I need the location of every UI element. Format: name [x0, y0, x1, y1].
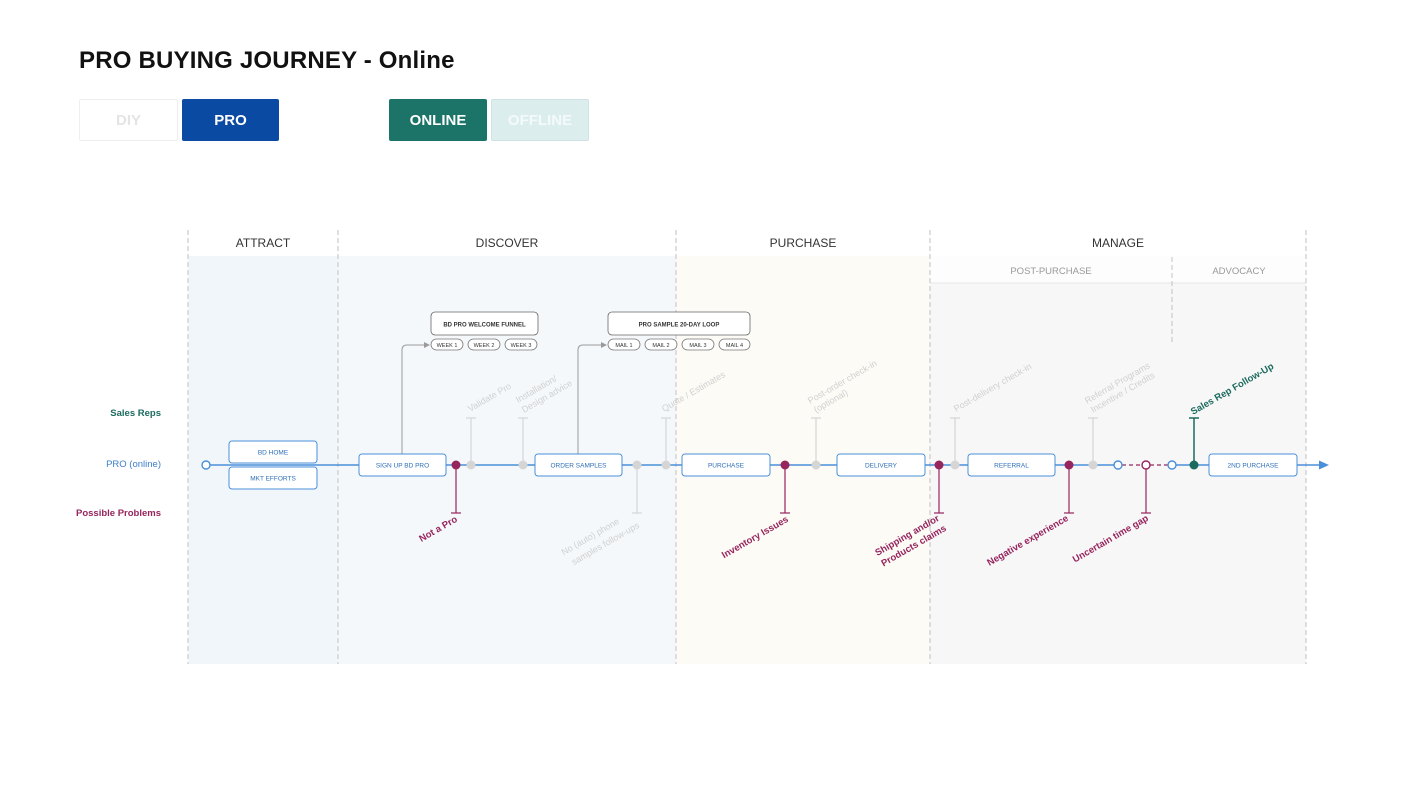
mail-3-label: MAIL 3 — [689, 343, 706, 349]
order-samples-step[interactable] — [534, 453, 623, 477]
gap-start-node — [1113, 460, 1123, 470]
problem-stems — [451, 465, 1151, 514]
sign-up-step[interactable] — [358, 453, 447, 477]
delivery-step[interactable] — [836, 453, 926, 477]
time-gap-problem-node — [1141, 460, 1151, 470]
week-2-pill[interactable] — [467, 338, 501, 351]
online-toggle-button[interactable]: ONLINE — [389, 99, 487, 141]
welcome-funnel-box[interactable] — [430, 311, 539, 336]
offline-toggle-button[interactable]: OFFLINE — [491, 99, 589, 141]
week-1-label: WEEK 1 — [437, 343, 458, 349]
phase-header-manage: MANAGE — [1092, 236, 1144, 250]
welcome-funnel-title: BD PRO WELCOME FUNNEL — [443, 323, 526, 329]
bd-home-label: BD HOME — [258, 450, 289, 457]
phase-header-attract: ATTRACT — [236, 236, 291, 250]
week-3-label: WEEK 3 — [511, 343, 532, 349]
order-samples-label: ORDER SAMPLES — [551, 463, 608, 470]
sign-up-label: SIGN UP BD PRO — [376, 463, 429, 470]
faded-touchpoint-stems — [466, 417, 1098, 514]
second-purchase-step[interactable] — [1208, 453, 1298, 477]
journey-start-node — [201, 460, 211, 470]
problem-nodes — [451, 460, 1074, 470]
week-3-pill[interactable] — [504, 338, 538, 351]
purchase-label: PURCHASE — [708, 463, 745, 470]
sample-loop-title: PRO SAMPLE 20-DAY LOOP — [639, 323, 720, 329]
gap-end-node — [1167, 460, 1177, 470]
journey-arrowhead — [1319, 460, 1329, 470]
mkt-efforts-label: MKT EFFORTS — [250, 476, 296, 483]
sample-loop-box[interactable] — [607, 311, 751, 336]
mail-4-label: MAIL 4 — [726, 343, 743, 349]
funnel-arrowheads — [424, 342, 607, 348]
delivery-label: DELIVERY — [865, 463, 898, 470]
referral-step[interactable] — [967, 453, 1056, 477]
purchase-step[interactable] — [681, 453, 771, 477]
sales-rep-stem — [1189, 417, 1199, 465]
referral-label: REFERRAL — [994, 463, 1029, 470]
subphase-header-post-purchase: POST-PURCHASE — [1010, 266, 1091, 277]
lane-label-possible-problems: Possible Problems — [76, 508, 161, 519]
mail-1-label: MAIL 1 — [615, 343, 632, 349]
phase-header-purchase: PURCHASE — [770, 236, 837, 250]
mail-4-pill[interactable] — [718, 338, 751, 351]
sample-loop-pills: MAIL 1 MAIL 2 MAIL 3 MAIL 4 — [607, 338, 751, 351]
phase-header-discover: DISCOVER — [476, 236, 539, 250]
lane-label-pro-online: PRO (online) — [106, 459, 161, 470]
mail-3-pill[interactable] — [681, 338, 715, 351]
mail-2-label: MAIL 2 — [652, 343, 669, 349]
week-1-pill[interactable] — [430, 338, 464, 351]
diy-toggle-button[interactable]: DIY — [79, 99, 178, 141]
funnel-connectors — [401, 344, 603, 456]
subphase-header-advocacy: ADVOCACY — [1212, 266, 1266, 277]
faded-nodes — [466, 460, 1098, 470]
welcome-funnel-pills: WEEK 1 WEEK 2 WEEK 3 — [430, 338, 538, 351]
mail-1-pill[interactable] — [607, 338, 641, 351]
mail-2-pill[interactable] — [644, 338, 678, 351]
page-title: PRO BUYING JOURNEY - Online — [79, 47, 455, 74]
sales-rep-node — [1189, 460, 1199, 470]
mkt-efforts-step[interactable] — [228, 466, 318, 490]
pro-toggle-button[interactable]: PRO — [182, 99, 279, 141]
manage-subheader-bg — [930, 256, 1306, 283]
lane-label-sales-reps: Sales Reps — [110, 408, 161, 419]
week-2-label: WEEK 2 — [474, 343, 495, 349]
bd-home-step[interactable] — [228, 440, 318, 464]
second-purchase-label: 2ND PURCHASE — [1228, 463, 1280, 470]
phase-dividers — [187, 230, 1307, 664]
